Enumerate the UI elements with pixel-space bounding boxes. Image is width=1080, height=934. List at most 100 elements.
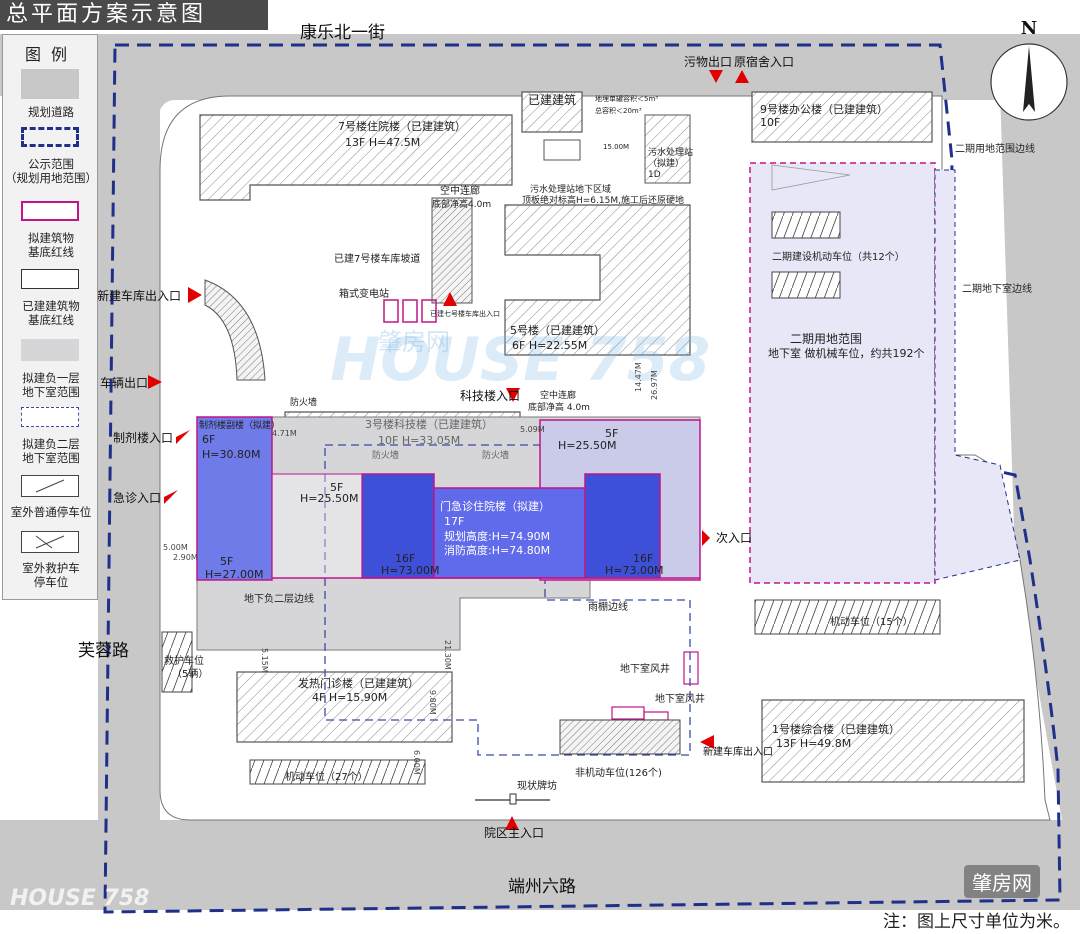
road-swatch — [21, 69, 79, 99]
sewage-slab: 顶板绝对标高H=6.15M,施工后还原硬地 — [522, 194, 684, 206]
phase2-edge1: 二期用地范围边线 — [955, 142, 1035, 155]
curved-ramp — [204, 279, 266, 381]
built-small-name: 已建建筑 — [528, 92, 576, 107]
road-west-label: 芙蓉路 — [78, 641, 129, 661]
ambulance-swatch — [21, 531, 79, 553]
sewage-note-1: 地埋单罐容积＜5m³ — [595, 94, 658, 103]
vent-2: 地下室风井 — [655, 692, 705, 705]
parking-row-east — [754, 599, 941, 635]
dim-5: 5.00M — [163, 543, 188, 552]
b3-name: 3号楼科技楼（已建建筑） — [365, 417, 493, 431]
entrance-vehicle-exit: 车辆出口 — [100, 375, 148, 390]
b9-name: 9号楼办公楼（已建建筑） — [760, 102, 888, 116]
phase2-parking: 二期建设机动车位（共12个） — [772, 250, 905, 263]
dim-6: 2.90M — [173, 553, 198, 562]
b1-swatch — [21, 339, 79, 361]
parking-swatch — [21, 475, 79, 497]
ramp-entry: 已建七号楼车库出入口 — [430, 309, 500, 318]
dim-9: 6.00M — [412, 750, 421, 775]
entrance-arrows — [148, 70, 749, 830]
existing-swatch — [21, 269, 79, 289]
legend-label-ambulance: 室外救护车 停车位 — [22, 561, 80, 589]
b2-edge: 地下负二层边线 — [244, 592, 314, 605]
ambulance-count: （5辆） — [172, 667, 208, 680]
podium-right-floors: 5F — [605, 427, 618, 440]
compass-label: N — [1021, 18, 1037, 39]
building-fever — [236, 671, 453, 743]
nonmotor-area — [559, 719, 681, 755]
pharm-info4: H=27.00M — [205, 568, 263, 581]
building-9 — [751, 91, 933, 143]
firewall-2: 防火墙 — [372, 449, 399, 461]
legend-label-b1: 拟建负一层 地下室范围 — [22, 371, 80, 399]
wing-left-h: H=73.00M — [381, 564, 439, 577]
north-compass: N — [990, 18, 1068, 121]
road-south-label: 端州六路 — [508, 877, 576, 897]
ambulance-stalls — [161, 631, 193, 693]
canopy-edge: 雨棚边线 — [588, 600, 628, 613]
proposed-swatch — [21, 201, 79, 221]
dim-1: 4.71M — [272, 429, 297, 438]
dim-4: 26.97M — [650, 370, 659, 400]
pharm-name: 制剂楼副楼（拟建） — [199, 419, 280, 431]
main-h-fire: 消防高度:H=74.80M — [444, 543, 550, 557]
legend-title: 图例 — [24, 45, 77, 64]
entrance-emergency: 急诊入口 — [113, 490, 161, 505]
b9-info: 10F — [760, 116, 780, 129]
skybridge1-h: 底部净高4.0m — [432, 198, 491, 210]
pharm-info3: 5F — [220, 555, 233, 568]
main-tower — [433, 487, 586, 579]
entrance-sci: 科技楼入口 — [460, 388, 520, 403]
phase2-name: 二期用地范围 — [790, 332, 862, 346]
vent-1: 地下室风井 — [620, 662, 670, 675]
building-1 — [761, 699, 1025, 783]
motor-parking-2: 机动车位（15个） — [830, 615, 913, 628]
main-name: 门急诊住院楼（拟建） — [440, 499, 550, 513]
fever-info: 4F H=15.90M — [312, 691, 387, 704]
podium-left-h: H=25.50M — [300, 492, 358, 505]
entrance-new-garage-2: 新建车库出入口 — [703, 745, 773, 758]
wing-right-h: H=73.00M — [605, 564, 663, 577]
dim-3: 14.47M — [634, 362, 643, 392]
fever-name: 发热门诊楼（已建建筑） — [298, 676, 419, 690]
sewage-underground: 污水处理站地下区域 — [530, 183, 611, 195]
entrance-main: 院区主入口 — [484, 826, 544, 840]
legend-label-boundary: 公示范围 （规划用地范围） — [5, 157, 97, 185]
entrance-labels: 污物出口 原宿舍入口 新建车库出入口 车辆出口 制剂楼入口 急诊入口 科技楼入口… — [97, 54, 794, 840]
b7-info: 13F H=47.5M — [345, 136, 420, 149]
motor-parking-1: 机动车位（27个） — [285, 770, 368, 783]
pharm-info2: H=30.80M — [202, 448, 260, 461]
phase2-info: 地下室 做机械车位，约共192个 — [768, 346, 925, 360]
b5-name: 5号楼（已建建筑） — [510, 323, 605, 337]
podium-left-floors: 5F — [330, 481, 343, 494]
transformer-label: 箱式变电站 — [339, 287, 389, 300]
firewall-1: 防火墙 — [290, 396, 317, 408]
b5-info: 6F H=22.55M — [512, 339, 587, 352]
sewage-note-3: 15.00M — [603, 143, 629, 151]
skybridge2-h: 底部净高 4.0m — [528, 401, 590, 413]
legend-label-proposed: 拟建筑物 基底红线 — [28, 231, 74, 259]
boundary-swatch — [21, 127, 79, 147]
legend-label-b2: 拟建负二层 地下室范围 — [22, 437, 80, 465]
building-7 — [199, 114, 513, 201]
watermark-bottom-left: HOUSE 758 — [10, 886, 149, 911]
skybridge2: 空中连廊 — [540, 389, 576, 401]
b2-swatch — [21, 407, 79, 427]
road-north-label: 康乐北一街 — [300, 23, 385, 43]
podium-right-h: H=25.50M — [558, 439, 616, 452]
building-sewage-station — [644, 114, 691, 184]
entrance-pharmacy: 制剂楼入口 — [113, 430, 173, 445]
legend-label-road: 规划道路 — [28, 105, 74, 119]
b1-name: 1号楼综合楼（已建建筑） — [772, 722, 900, 736]
pharmacy-annex — [196, 416, 273, 581]
sewage-name: 污水处理站（拟建）1D — [648, 146, 693, 180]
b7-name: 7号楼住院楼（已建建筑） — [338, 119, 466, 133]
main-floors: 17F — [444, 515, 464, 528]
page-title: 总平面方案示意图 — [0, 0, 268, 30]
phase2-edge2: 二期地下室边线 — [962, 282, 1032, 295]
watermark-bottom-right: 肇房网 — [964, 865, 1040, 898]
parking-row-south — [249, 759, 426, 785]
b3-info: 10F H=33.05M — [378, 434, 460, 447]
dim-10: 9.80M — [428, 690, 437, 715]
